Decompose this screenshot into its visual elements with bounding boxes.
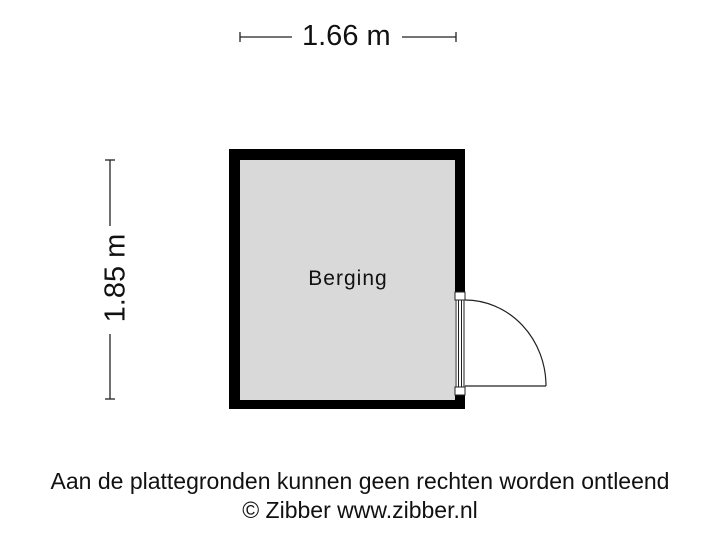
room-floor — [240, 160, 455, 400]
door — [454, 291, 547, 396]
disclaimer-text: Aan de plattegronden kunnen geen rechten… — [50, 468, 670, 494]
width-dimension-line — [239, 32, 457, 42]
door-swing-arc — [464, 299, 547, 387]
width-dimension-label: 1.66 m — [302, 20, 391, 52]
copyright-text: © Zibber www.zibber.nl — [242, 497, 478, 523]
height-dimension-line — [105, 159, 115, 400]
height-dimension-label: 1.85 m — [99, 233, 132, 323]
room-label: Berging — [308, 267, 388, 290]
